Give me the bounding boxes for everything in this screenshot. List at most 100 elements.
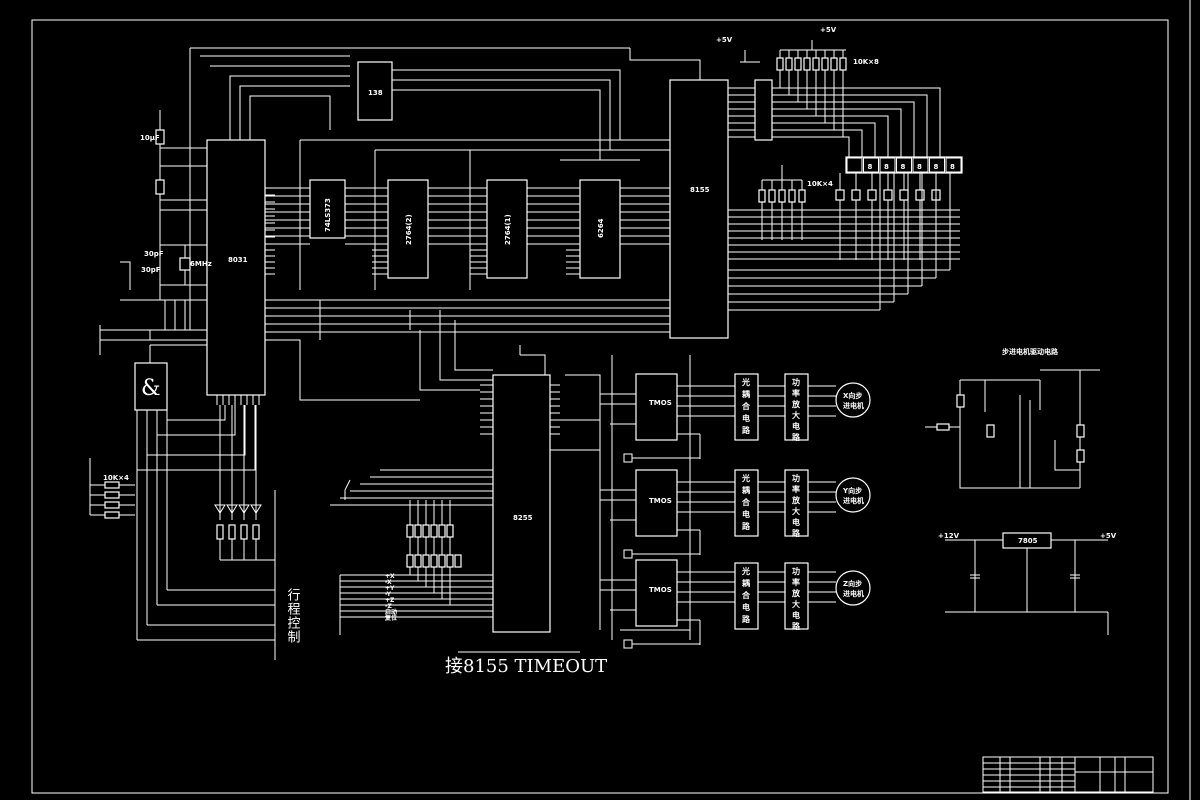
wire	[565, 374, 601, 630]
drawing-frame	[31, 0, 1191, 800]
power-amp-label: 大	[792, 599, 800, 609]
wire	[419, 330, 480, 391]
decoder-138: 138	[357, 61, 393, 121]
display-digit	[846, 157, 863, 173]
timeout-note: 接8155 TIMEOUT	[445, 656, 607, 677]
display-digit	[929, 157, 945, 173]
resistor	[422, 554, 430, 568]
motor-x-line2: 进电机	[843, 401, 864, 410]
crystal-label: 6MHz	[190, 260, 212, 268]
wire	[392, 89, 601, 160]
res-left-label: 10K×4	[103, 474, 129, 482]
display-digit	[912, 157, 929, 173]
resistor	[252, 524, 260, 540]
wire	[728, 87, 941, 157]
and-gate-label: &	[141, 376, 161, 401]
power-amp-block	[784, 469, 809, 537]
resistor	[104, 491, 120, 499]
driver-z-label: TMOS	[649, 586, 672, 594]
power-amp-label: 功	[792, 473, 800, 483]
resistor	[1076, 449, 1085, 463]
wire	[229, 75, 350, 140]
io-8255: 8255	[492, 374, 551, 633]
power-amp-label: 率	[792, 388, 800, 398]
key-label: +Y	[385, 585, 395, 592]
resistor	[240, 524, 248, 540]
key-label: 复位	[384, 614, 397, 622]
display-digit	[863, 157, 879, 173]
resistor-pack-label: 10K×8	[853, 58, 879, 66]
resistor	[406, 524, 414, 538]
power-amp-label: 功	[792, 377, 800, 387]
power-amp-label: 放	[791, 588, 801, 598]
driver-transistor	[835, 189, 845, 201]
resistor	[430, 524, 438, 538]
optocoupler-label: 光耦合电路	[741, 473, 751, 534]
power-amp-label: 路	[792, 432, 801, 442]
cap-label-3: 10μF	[140, 134, 160, 142]
wire	[392, 79, 670, 151]
key-label: -Z	[385, 603, 392, 610]
resistor	[788, 189, 796, 203]
resistor	[216, 524, 224, 540]
display-digit	[945, 157, 962, 173]
resistor	[104, 481, 120, 489]
wire	[137, 405, 256, 471]
connector	[623, 549, 633, 559]
display-digit	[896, 157, 912, 173]
resistor	[446, 524, 454, 538]
display-digit-text: 8	[901, 163, 906, 171]
wire	[392, 69, 670, 141]
latch-label: 74LS373	[324, 198, 332, 232]
optocoupler-x: 光耦合电路	[734, 373, 759, 441]
driver-transistor	[915, 189, 925, 201]
resistor	[454, 554, 462, 568]
led	[226, 504, 238, 514]
latch-74ls373: 74LS373	[309, 179, 346, 239]
display-digit	[879, 157, 896, 173]
wire	[629, 48, 701, 80]
resistor	[768, 189, 776, 203]
wire	[157, 405, 236, 436]
driver-x-label: TMOS	[649, 399, 672, 407]
resistor	[794, 57, 802, 71]
cap-label-2: 30pF	[141, 266, 161, 274]
wire	[728, 129, 863, 157]
vcc-label-2: +5V	[820, 26, 837, 34]
decoder-label: 138	[368, 89, 383, 97]
resistor	[438, 554, 446, 568]
io-8255-label: 8255	[513, 514, 533, 522]
wire	[147, 405, 246, 456]
motor-x-line1: X向步	[843, 391, 862, 400]
resistor	[155, 129, 165, 145]
eprom-2764-2: 2764(2)	[387, 179, 429, 279]
power-amp-label: 路	[792, 528, 801, 538]
driver-x: TMOS	[635, 373, 678, 441]
driver-transistor	[851, 189, 861, 201]
motor-x: X向步 进电机	[835, 382, 871, 418]
ram-6264: 6264	[579, 179, 621, 279]
power-amp-label: 率	[792, 484, 800, 494]
buffer	[754, 79, 773, 141]
key-label: -X	[385, 579, 392, 586]
resistor	[438, 524, 446, 538]
driver-transistor	[899, 189, 909, 201]
eprom2-label: 2764(2)	[405, 214, 413, 245]
io-8155-label: 8155	[690, 186, 710, 194]
motor-z: Z向步 进电机	[835, 570, 871, 606]
power-amp-label: 放	[791, 495, 801, 505]
resistor	[104, 511, 120, 519]
power-amp-label: 电	[792, 610, 800, 620]
regulator-label: 7805	[1018, 537, 1038, 545]
led	[250, 504, 262, 514]
resistor	[830, 57, 838, 71]
wire	[728, 108, 902, 157]
resistor	[406, 554, 414, 568]
io-8155: 8155	[669, 79, 729, 339]
mcu-label: 8031	[228, 256, 248, 264]
power-amp-label: 大	[792, 410, 800, 420]
power-amp-label: 功	[792, 566, 800, 576]
ram-label: 6264	[597, 218, 605, 238]
